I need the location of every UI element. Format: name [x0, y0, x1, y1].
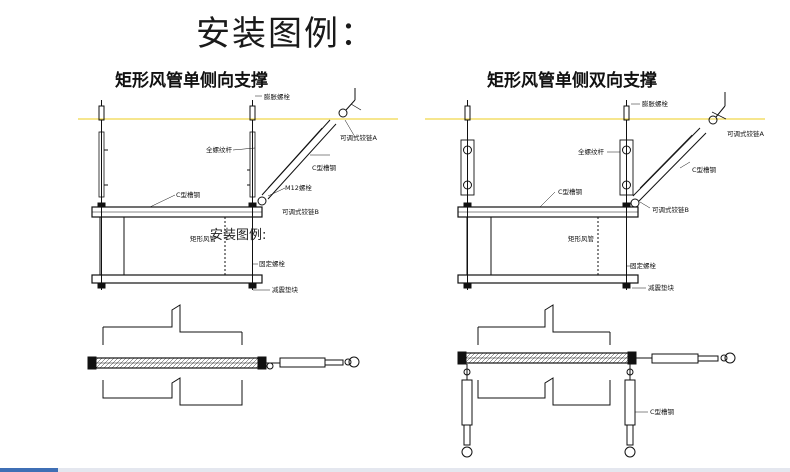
left-label-anchor-bolt: 膨胀螺栓 [264, 93, 290, 101]
left-plan-view [87, 304, 360, 406]
right-bottom-channel [457, 274, 639, 284]
right-label-swivel-hinge-b: 可调式铰链B [652, 206, 689, 214]
page-title: 安装图例： [196, 14, 376, 54]
right-label-c-steel-top: C型槽钢 [558, 188, 583, 196]
footer-accent [0, 468, 58, 472]
right-panel-title: 矩形风管单侧双向支撑 [487, 71, 657, 91]
right-wall [477, 304, 611, 406]
right-elevation [457, 92, 727, 290]
right-duct [466, 216, 492, 276]
left-label-threaded-rod: 全螺纹杆 [206, 146, 232, 154]
right-label-threaded-rod: 全螺纹杆 [578, 148, 604, 156]
left-label-c-channel: C型槽钢 [312, 164, 337, 172]
right-label-pad: 减震垫块 [648, 284, 674, 292]
left-label-rect-duct: 矩形风管 [190, 235, 216, 243]
left-label-pad: 减震垫块 [272, 286, 298, 294]
right-plan-view [457, 304, 736, 458]
left-overlay-title: 安装图例: [210, 228, 267, 243]
left-wall [102, 304, 243, 406]
left-elevation [91, 88, 362, 291]
left-label-c-steel-top: C型槽钢 [176, 191, 201, 199]
left-diagonal-brace [257, 88, 362, 206]
right-anchor-bolts [464, 100, 630, 121]
left-label-swivel-hinge-b: 可调式铰链B [282, 208, 319, 216]
left-bottom-channel [91, 274, 263, 284]
right-label-c-channel: C型槽钢 [692, 166, 717, 174]
right-diagonal-brace [630, 92, 727, 208]
right-label-c-channel-plan: C型槽钢 [650, 408, 675, 416]
right-vertical-braces [461, 364, 636, 458]
right-label-swivel-hinge-a: 可调式铰链A [727, 130, 764, 138]
left-anchor-bolts [98, 100, 256, 121]
right-label-anchor-bolt: 膨胀螺栓 [642, 100, 668, 108]
right-label-fix-bolt: 固定螺栓 [630, 262, 656, 270]
right-label-rect-duct: 矩形风管 [568, 235, 594, 243]
footer-strip [0, 468, 790, 472]
left-label-fix-bolt: 固定螺栓 [259, 260, 285, 268]
left-label-m12-bolt: M12螺栓 [285, 184, 312, 192]
left-panel-title: 矩形风管单侧向支撑 [115, 71, 268, 91]
left-duct [99, 216, 125, 276]
left-label-swivel-hinge-a: 可调式铰链A [340, 134, 377, 142]
right-threaded-rods [460, 120, 634, 290]
